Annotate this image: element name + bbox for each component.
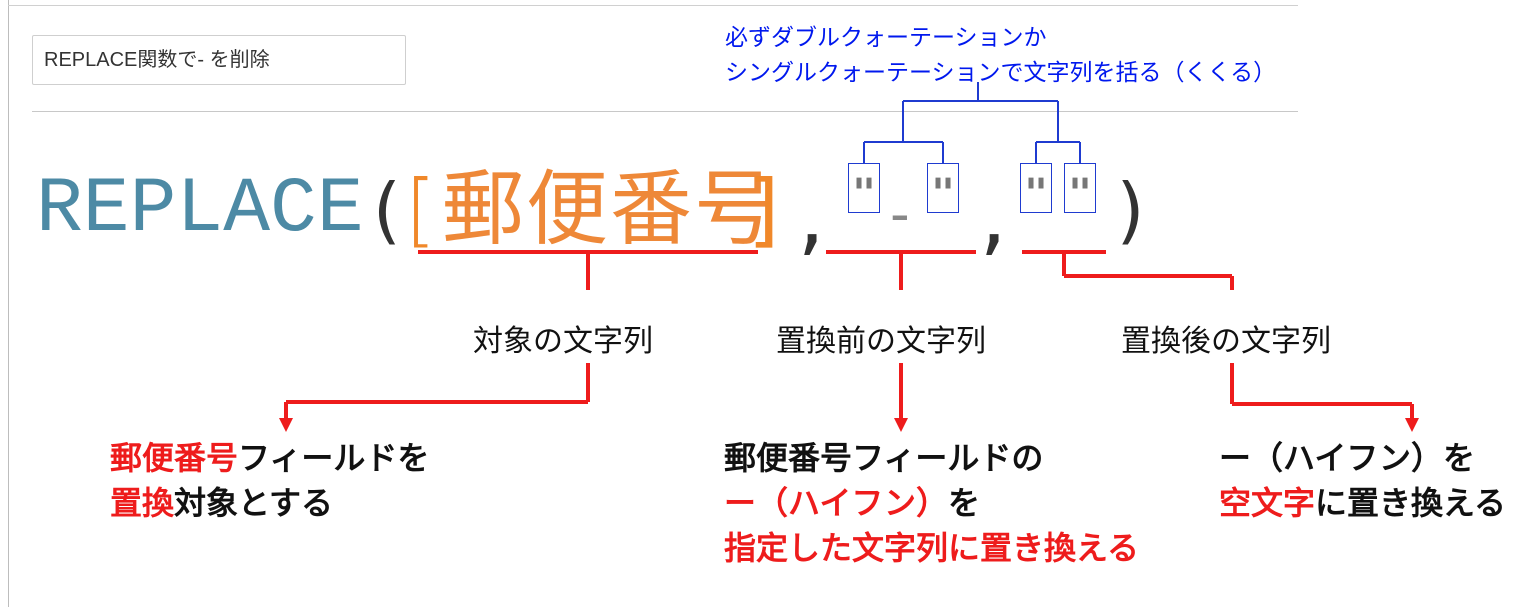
highlight-text: ー（ハイフン）: [724, 484, 949, 522]
field-bracket-close: ]: [748, 163, 780, 256]
text: フィールドを: [238, 439, 430, 477]
text: を: [948, 484, 981, 522]
quote-box: ": [848, 163, 880, 217]
highlight-text: 置換: [110, 484, 175, 522]
panel-top-border: [8, 5, 1298, 6]
close-paren: ): [1110, 168, 1154, 252]
highlight-text: 空文字: [1219, 484, 1316, 522]
text: ー（ハイフン）を: [1219, 439, 1476, 477]
quote-box: ": [1064, 163, 1096, 217]
field-bracket-open: [: [405, 163, 437, 256]
highlight-text: 郵便番号: [110, 439, 239, 477]
field-name: 郵便番号: [442, 162, 779, 257]
quote-box: ": [1020, 163, 1052, 217]
highlight-text: 指定した文字列に置き換える: [724, 529, 1140, 567]
explanation-old-text: 郵便番号フィールドの ー（ハイフン）を 指定した文字列に置き換える: [724, 436, 1139, 571]
arrow-head-after: [1405, 418, 1419, 432]
label-old-string: 置換前の文字列: [776, 324, 986, 359]
label-target-string: 対象の文字列: [473, 324, 653, 359]
quote-box: ": [927, 163, 959, 217]
label-new-string: 置換後の文字列: [1121, 324, 1331, 359]
comma: ,: [790, 178, 834, 262]
text: に置き換える: [1315, 484, 1507, 522]
panel-left-border: [8, 0, 9, 607]
explanation-target: 郵便番号フィールドを 置換対象とする: [110, 436, 429, 526]
text: 郵便番号フィールドの: [724, 439, 1044, 477]
quote-note-line2: シングルクォーテーションで文字列を括る（くくる）: [725, 60, 1277, 86]
quote-bracket-tree: [863, 82, 1081, 163]
arrow-head-before: [894, 418, 908, 432]
old-text-hyphen: -: [883, 182, 917, 247]
comma: ,: [972, 178, 1016, 262]
explanation-new-text: ー（ハイフン）を 空文字に置き換える: [1219, 436, 1506, 526]
function-name: REPLACE: [36, 166, 364, 254]
text: 対象とする: [174, 484, 334, 522]
open-paren: (: [364, 168, 408, 252]
title-input[interactable]: REPLACE関数で- を削除: [32, 35, 406, 85]
arrow-head-target: [279, 418, 293, 432]
quote-note-line1: 必ずダブルクォーテーションか: [725, 25, 1047, 51]
separator: [32, 111, 1298, 112]
